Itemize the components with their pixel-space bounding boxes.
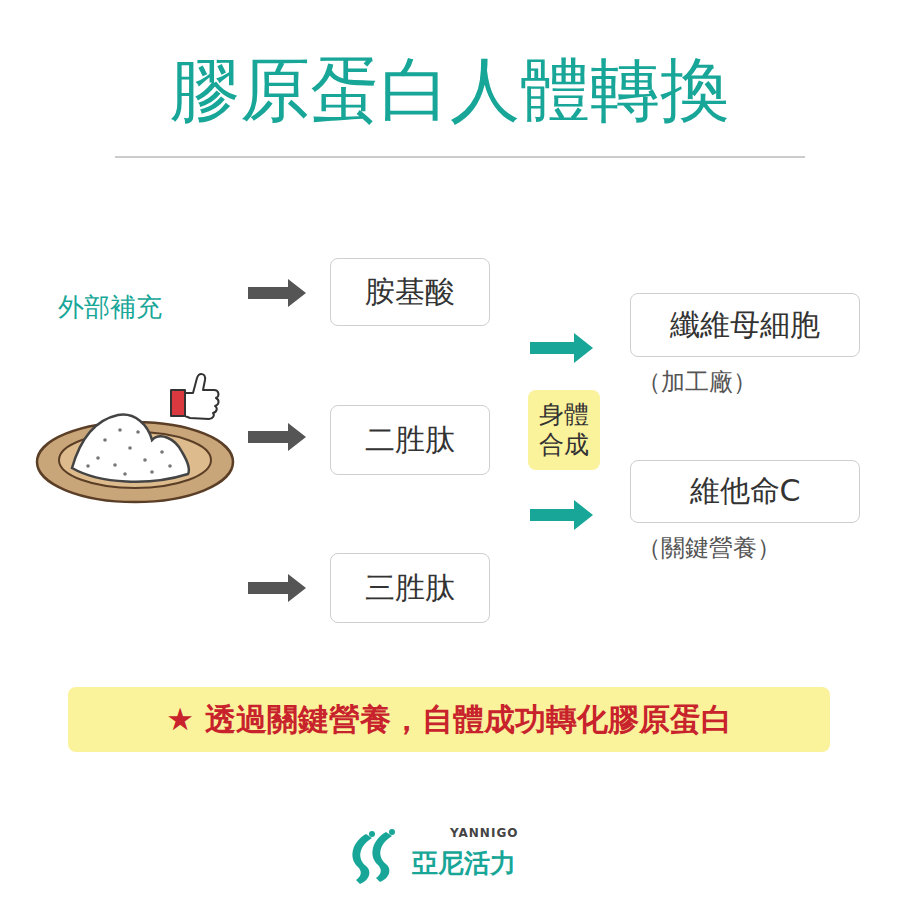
node-text: 纖維母細胞	[670, 305, 820, 346]
process-box: 維他命C（關鍵營養）	[630, 460, 860, 523]
node-text: 二胜肽	[365, 420, 455, 461]
arrow-shape	[248, 574, 306, 602]
synthesis-arrows	[530, 333, 593, 530]
brand-name: 亞尼活力	[412, 846, 516, 881]
node-note: （關鍵營養）	[637, 532, 781, 564]
synthesis-box: 身體合成	[528, 390, 600, 470]
node-text: ★ 透過關鍵營養，自體成功轉化膠原蛋白	[166, 699, 732, 741]
input-arrows	[248, 279, 306, 602]
arrow-shape	[248, 279, 306, 307]
section-label: 外部補充	[58, 290, 162, 325]
process-box: 纖維母細胞（加工廠）	[630, 293, 860, 357]
logo-mark	[352, 829, 395, 884]
process-box: 胺基酸	[330, 258, 490, 326]
arrow-shape	[248, 423, 306, 451]
summary-band: ★ 透過關鍵營養，自體成功轉化膠原蛋白	[68, 687, 830, 752]
node-text: 三胜肽	[365, 568, 455, 609]
process-box: 三胜肽	[330, 553, 490, 623]
thumbs-up-icon	[171, 374, 219, 419]
node-note: （加工廠）	[637, 366, 757, 398]
brand-name: YANNIGO	[450, 826, 518, 840]
node-text: 胺基酸	[365, 272, 455, 313]
powder-plate	[37, 415, 233, 502]
process-box: 二胜肽	[330, 405, 490, 475]
node-text: 維他命C	[690, 471, 801, 512]
arrow-shape	[530, 333, 593, 363]
arrow-shape	[530, 500, 593, 530]
diagram-title: 膠原蛋白人體轉換	[0, 52, 900, 129]
title-rule	[115, 156, 805, 158]
node-text: 身體合成	[534, 400, 594, 460]
